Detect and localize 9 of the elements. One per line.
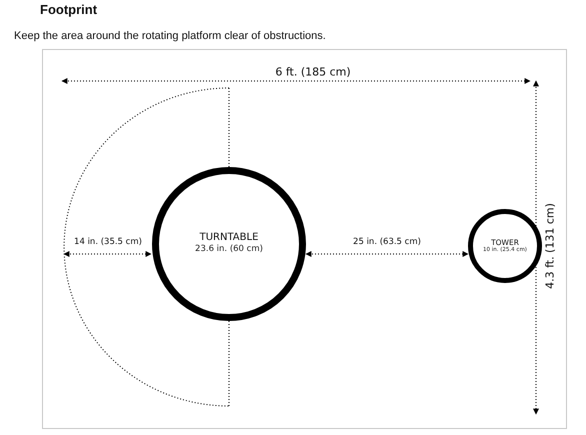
title: Footprint [40,2,98,17]
dimension-arrow [305,251,469,257]
dimension-label: 14 in. (35.5 cm) [73,237,143,247]
node-title: TURNTABLE [200,232,258,244]
edge-label: 25 in. (63.5 cm) [352,237,422,247]
dimension-label: 4.3 ft. (131 cm) [544,202,556,290]
caption: Keep the area around the rotating platform clear of obstructions. [14,30,326,42]
size-label: 23.6 in. (60 cm) [195,244,263,256]
dimension-label: 6 ft. (185 cm) [274,66,352,78]
